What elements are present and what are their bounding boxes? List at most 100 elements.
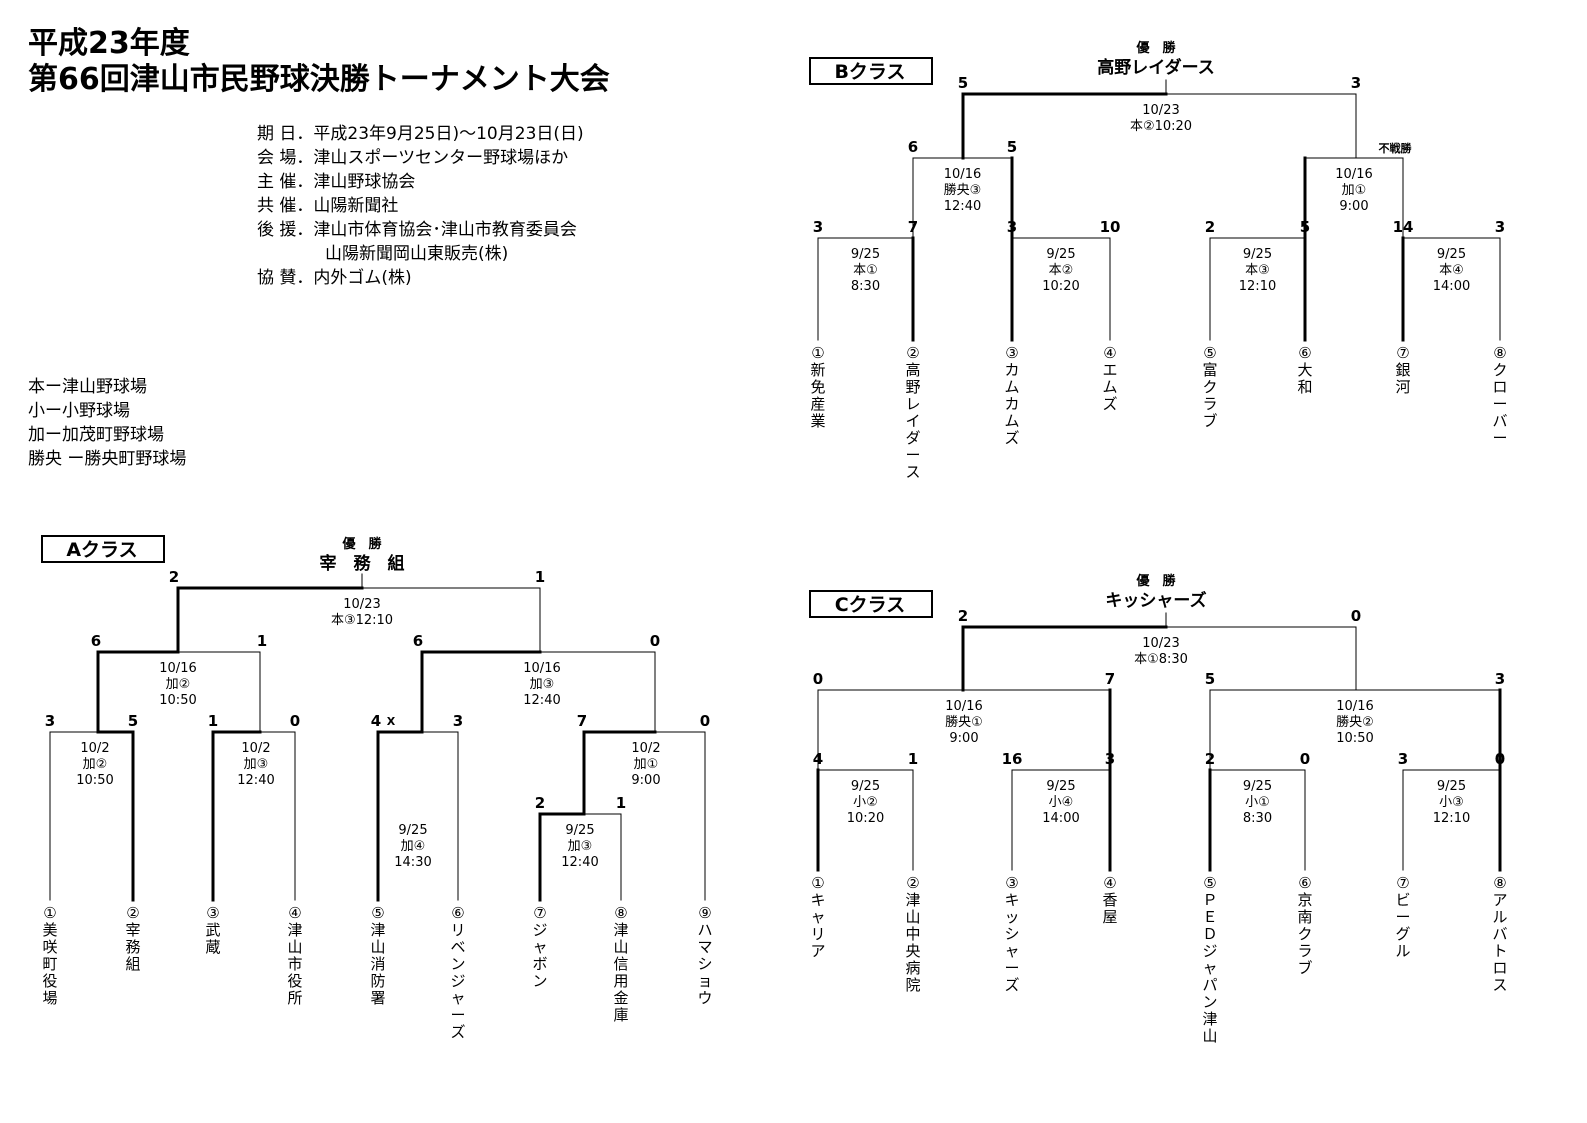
score: 2	[1205, 218, 1215, 236]
score: 0	[650, 632, 660, 650]
info-organizer: 主 催．津山野球協会	[257, 172, 416, 192]
game-info-first-round: 14:30	[394, 855, 431, 870]
title-line2: 第66回津山市民野球決勝トーナメント大会	[28, 62, 610, 97]
score: 2	[1205, 750, 1215, 768]
game-info-semifinal: 10/16	[945, 699, 982, 714]
game-info-first-round: 加②	[83, 757, 108, 772]
score: 16	[1002, 750, 1023, 768]
score: 3	[1105, 750, 1115, 768]
venue-legend: 本ー津山野球場 小ー小野球場 加ー加茂町野球場 勝央 ー勝央町野球場	[28, 375, 186, 471]
game-info-semifinal: 10/16	[1336, 699, 1373, 714]
legend-item: 小ー小野球場	[28, 401, 130, 421]
game-info-final: 本③12:10	[331, 613, 393, 628]
game-info-first-round: 9/25	[851, 247, 880, 262]
winner-label: 優 勝	[1135, 573, 1176, 589]
score: 3	[1495, 670, 1505, 688]
score: 3	[45, 712, 55, 730]
legend-item: 本ー津山野球場	[28, 377, 147, 397]
game-info-first-round: 14:00	[1042, 811, 1079, 826]
game-info-semifinal: 10:50	[159, 693, 196, 708]
winner-label: 優 勝	[1135, 40, 1176, 56]
game-info-first-round: 本②	[1049, 263, 1074, 278]
game-info-first-round: 小①	[1245, 795, 1270, 810]
info-date: 期 日．平成23年9月25日)～10月23日(日)	[257, 124, 584, 144]
game-info-first-round: 小②	[853, 795, 878, 810]
game-info-first-round: 加①	[634, 757, 659, 772]
game-info-first-round: 12:40	[237, 773, 274, 788]
champion-name: キッシャーズ	[1105, 590, 1206, 611]
score: 0	[290, 712, 300, 730]
game-info-first-round: 9/25	[851, 779, 880, 794]
game-info-semifinal: 加③	[530, 677, 555, 692]
score: 5	[958, 74, 968, 92]
game-info-semifinal: 10/16	[523, 661, 560, 676]
winner-label: 優 勝	[341, 536, 382, 552]
game-info-first-round: 本①	[853, 263, 878, 278]
game-info-final: 10/23	[1142, 636, 1179, 651]
game-info-first-round: 小④	[1049, 795, 1074, 810]
score: 3	[1495, 218, 1505, 236]
info-sponsor: 協 賛．内外ゴム(株)	[257, 268, 412, 288]
game-info-semifinal: 勝央①	[945, 715, 983, 730]
score: 1	[208, 712, 218, 730]
score: 7	[577, 712, 587, 730]
game-info-first-round: 12:40	[561, 855, 598, 870]
score: 4	[813, 750, 823, 768]
game-info-first-round: 9/25	[1437, 247, 1466, 262]
champion-name: 宰 務 組	[320, 553, 405, 574]
score: 7	[908, 218, 918, 236]
score: 5	[1007, 138, 1017, 156]
score: 6	[908, 138, 918, 156]
title-line1: 平成23年度	[28, 26, 190, 61]
info-support: 後 援．津山市体育協会･津山市教育委員会	[257, 220, 577, 240]
game-info-semifinal: 9:00	[1339, 199, 1368, 214]
score: 1	[616, 794, 626, 812]
game-info-first-round: 小③	[1439, 795, 1464, 810]
info-cosponsor: 共 催．山陽新聞社	[257, 196, 399, 216]
game-info-first-round: 9/25	[1046, 779, 1075, 794]
game-info-first-round: 9/25	[1243, 247, 1272, 262]
game-info-first-round: 10:20	[847, 811, 884, 826]
score: 6	[91, 632, 101, 650]
game-info-first-round: 9/25	[398, 823, 427, 838]
score: 14	[1393, 218, 1414, 236]
game-info-first-round: 9/25	[1437, 779, 1466, 794]
game-info-first-round: 14:00	[1433, 279, 1470, 294]
game-info-semifinal: 10/16	[1335, 167, 1372, 182]
score: 3	[813, 218, 823, 236]
legend-item: 勝央 ー勝央町野球場	[28, 449, 187, 469]
game-info-first-round: 8:30	[1243, 811, 1272, 826]
game-info-semifinal: 10/16	[159, 661, 196, 676]
score: 5	[1300, 218, 1310, 236]
game-info-first-round: 10/2	[80, 741, 109, 756]
score: 10	[1100, 218, 1121, 236]
score: 1	[257, 632, 267, 650]
score: 7	[1105, 670, 1115, 688]
class-title: Cクラス	[835, 594, 906, 616]
game-info-semifinal: 10:50	[1336, 731, 1373, 746]
score: 0	[1351, 607, 1361, 625]
game-info-final: 10/23	[1142, 103, 1179, 118]
score: 2	[958, 607, 968, 625]
game-info-semifinal: 加①	[1342, 183, 1367, 198]
score: 3	[1007, 218, 1017, 236]
game-info-first-round: 9/25	[1243, 779, 1272, 794]
game-info-semifinal: 12:40	[944, 199, 981, 214]
game-info-first-round: 10/2	[631, 741, 660, 756]
